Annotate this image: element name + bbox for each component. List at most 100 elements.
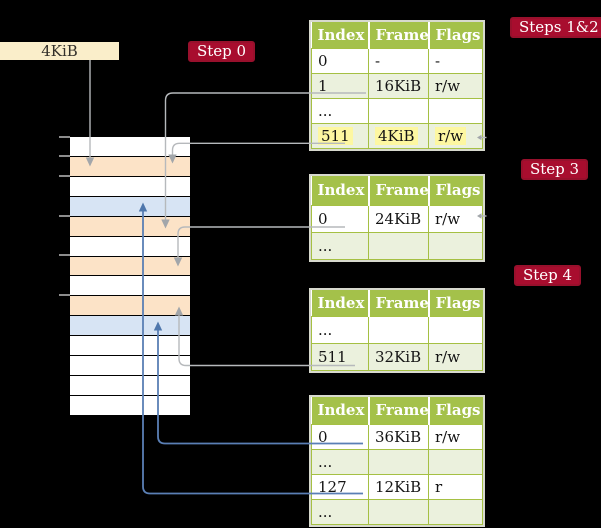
table-row: ...	[311, 448, 483, 475]
memory-boundary-tick	[59, 175, 70, 178]
memory-row-pagetable	[70, 296, 190, 317]
cell-frame: 4KiB	[368, 122, 429, 149]
cell-index: 127	[311, 473, 369, 500]
memory-boundary-tick	[59, 214, 70, 217]
col-header-flags: Flags	[428, 176, 483, 205]
memory-row-free	[70, 176, 190, 197]
col-header-flags: Flags	[428, 290, 483, 316]
memory-boundary-tick	[59, 135, 70, 138]
cell-frame	[368, 498, 429, 525]
memory-row-free	[70, 395, 190, 415]
cell-frame	[368, 315, 429, 344]
cell-index: 0	[311, 204, 369, 233]
memory-row-free	[70, 276, 190, 297]
table-row: 0 - -	[311, 47, 483, 74]
cell-flags	[428, 448, 483, 475]
page-table-final-level: Index Frame Flags 0 36KiB r/w ... 127 12…	[309, 395, 485, 527]
cell-flags	[428, 231, 483, 260]
page-table-steps-1-2: Index Frame Flags 0 - - 1 16KiB r/w ... …	[309, 20, 485, 151]
cell-frame	[368, 231, 429, 260]
cell-index: 0	[311, 423, 369, 450]
table-row: 0 24KiB r/w	[311, 204, 483, 233]
col-header-index: Index	[311, 397, 370, 424]
col-header-index: Index	[311, 176, 370, 205]
table-header-row: Index Frame Flags	[311, 397, 483, 424]
memory-boundary-tick	[59, 254, 70, 257]
cell-frame: 24KiB	[368, 204, 429, 233]
memory-column	[70, 136, 190, 416]
highlight-mark: r/w	[435, 126, 467, 145]
cell-flags: r/w	[428, 122, 483, 149]
memory-row-pagetable	[70, 156, 190, 177]
cell-frame: 32KiB	[368, 342, 429, 371]
page-table: Index Frame Flags 0 - - 1 16KiB r/w ... …	[311, 22, 483, 149]
memory-row-free	[70, 236, 190, 257]
cell-frame: 36KiB	[368, 423, 429, 450]
cell-flags: r/w	[428, 423, 483, 450]
col-header-frame: Frame	[368, 176, 430, 205]
memory-row-pagetable	[70, 216, 190, 237]
col-header-flags: Flags	[428, 397, 483, 424]
table-header-row: Index Frame Flags	[311, 290, 483, 316]
memory-row-mapped	[70, 196, 190, 217]
page-size-box: 4KiB	[0, 42, 119, 60]
cell-index: 1	[311, 72, 369, 99]
cell-flags: r/w	[428, 342, 483, 371]
page-table: Index Frame Flags 0 36KiB r/w ... 127 12…	[311, 397, 483, 525]
page-table: Index Frame Flags 0 24KiB r/w ...	[311, 176, 483, 260]
page-table: Index Frame Flags ... 511 32KiB r/w	[311, 290, 483, 371]
memory-row-pagetable	[70, 256, 190, 277]
cell-flags: r/w	[428, 72, 483, 99]
table-header-row: Index Frame Flags	[311, 22, 483, 48]
badge-step-0: Step 0	[188, 41, 256, 62]
cell-frame: -	[368, 47, 429, 74]
cell-frame: 12KiB	[368, 473, 429, 500]
cell-flags: r/w	[428, 204, 483, 233]
memory-row-free	[70, 137, 190, 157]
col-header-flags: Flags	[428, 22, 483, 48]
cell-index: 511	[311, 122, 369, 149]
cell-flags: -	[428, 47, 483, 74]
table-row: ...	[311, 97, 483, 124]
cell-frame: 16KiB	[368, 72, 429, 99]
cell-flags	[428, 97, 483, 124]
col-header-frame: Frame	[368, 397, 430, 424]
table-row: 1 16KiB r/w	[311, 72, 483, 99]
memory-row-free	[70, 336, 190, 357]
page-table-step-3: Index Frame Flags 0 24KiB r/w ...	[309, 174, 485, 262]
table-header-row: Index Frame Flags	[311, 176, 483, 205]
table-row: 0 36KiB r/w	[311, 423, 483, 450]
badge-step-4: Step 4	[514, 265, 582, 286]
badge-steps-1-2: Steps 1&2	[510, 17, 601, 38]
cell-frame	[368, 97, 429, 124]
table-row-highlighted: 511 4KiB r/w	[311, 122, 483, 149]
col-header-frame: Frame	[368, 290, 430, 316]
cell-flags	[428, 315, 483, 344]
cell-flags: r	[428, 473, 483, 500]
cell-index: 511	[311, 342, 369, 371]
table-row: ...	[311, 231, 483, 260]
cell-frame	[368, 448, 429, 475]
memory-row-mapped	[70, 316, 190, 337]
memory-row-free	[70, 376, 190, 396]
cell-index: ...	[311, 448, 369, 475]
table-row: ...	[311, 315, 483, 344]
cell-index: ...	[311, 231, 369, 260]
cell-index: ...	[311, 498, 369, 525]
col-header-frame: Frame	[368, 22, 430, 48]
col-header-index: Index	[311, 290, 370, 316]
table-row: ...	[311, 498, 483, 525]
memory-row-free	[70, 356, 190, 377]
page-size-label: 4KiB	[41, 42, 78, 60]
cell-index: ...	[311, 97, 369, 124]
highlight-mark: 511	[318, 126, 353, 145]
memory-boundary-tick	[59, 155, 70, 158]
cell-index: ...	[311, 315, 369, 344]
table-row: 127 12KiB r	[311, 473, 483, 500]
highlight-mark: 4KiB	[375, 126, 418, 145]
page-table-step-4: Index Frame Flags ... 511 32KiB r/w	[309, 288, 485, 373]
memory-boundary-tick	[59, 294, 70, 297]
cell-flags	[428, 498, 483, 525]
badge-step-3: Step 3	[521, 159, 589, 180]
